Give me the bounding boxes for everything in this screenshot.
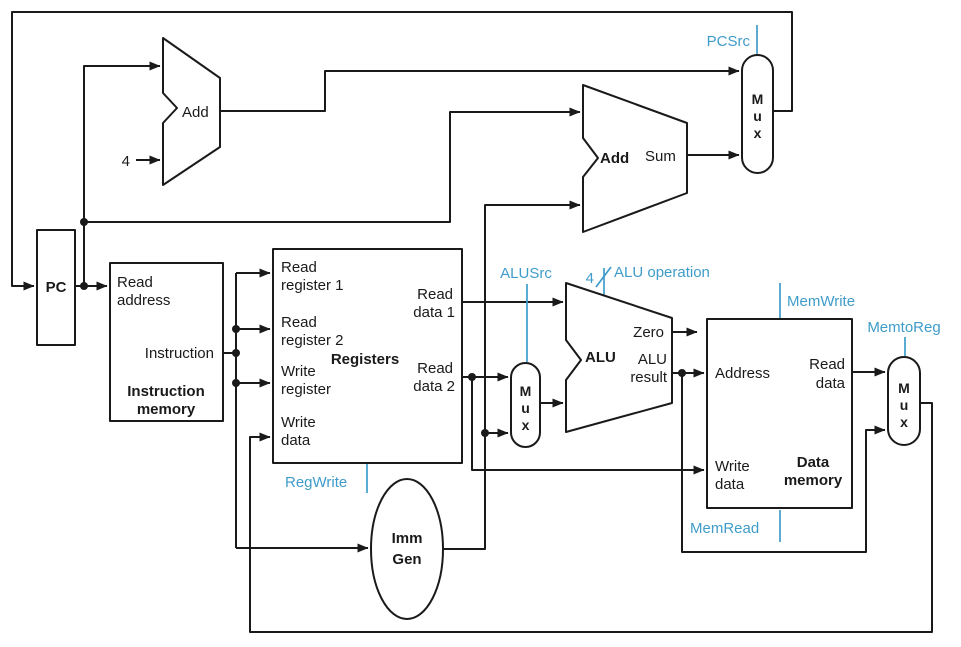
reg-write-register-label: register [281, 381, 331, 398]
junction-dot [481, 429, 489, 437]
reg-read-data-1-label: Read [417, 286, 453, 303]
wire-imm-gen-to-branch-adder [443, 200, 581, 550]
mux-letter: M [752, 91, 764, 107]
wire-instruction-trunk [223, 273, 237, 548]
dmem-title: Data [797, 454, 830, 471]
reg-write-data-label: data [281, 432, 311, 449]
memtoreg-mux [887, 356, 921, 446]
imem-title: memory [137, 401, 196, 418]
control-alu-op-width-label: 4 [586, 270, 594, 287]
pc-adder-label: Add [182, 104, 209, 121]
imem-read-address-label: address [117, 292, 170, 309]
control-lines [366, 25, 906, 542]
control-memread-label: MemRead [690, 520, 759, 537]
branch-adder-label: Add [600, 150, 629, 167]
components [36, 37, 921, 620]
registers-title: Registers [331, 351, 399, 368]
reg-write-register-label: Write [281, 363, 316, 380]
dmem-title: memory [784, 472, 843, 489]
dmem-write-data-label: data [715, 476, 745, 493]
control-alusrc-label: ALUSrc [500, 265, 552, 282]
junction-dots [80, 218, 686, 437]
wire-pc-adder-to-pcsrc-mux [220, 66, 740, 112]
imem-title: Instruction [127, 383, 205, 400]
sum-label: Sum [645, 148, 676, 165]
mux-letter: x [754, 125, 762, 141]
wire-pc-to-pc-adder [83, 61, 161, 286]
reg-read-data-2-label: Read [417, 360, 453, 377]
wire-alu-result-to-memtoreg-mux [681, 373, 886, 553]
alu-title: ALU [585, 349, 616, 366]
reg-read-register-1-label: Read [281, 259, 317, 276]
alu-result-label: result [630, 369, 668, 386]
pc-label: PC [46, 279, 67, 296]
reg-read-register-2-label: Read [281, 314, 317, 331]
reg-read-data-2-label: data 2 [413, 378, 455, 395]
labels: PC Add 4 Add Sum M u x M u x M u x Read … [46, 33, 941, 568]
control-regwrite-label: RegWrite [285, 474, 347, 491]
const-4-label: 4 [122, 153, 130, 170]
pcsrc-mux [741, 54, 774, 174]
imm-gen-title: Gen [392, 551, 421, 568]
mux-letter: x [522, 417, 530, 433]
mux-letter: u [753, 108, 762, 124]
pc-register [36, 229, 76, 346]
alusrc-mux [510, 362, 541, 448]
reg-write-data-label: Write [281, 414, 316, 431]
alu-zero-label: Zero [633, 324, 664, 341]
mux-letter: M [898, 380, 910, 396]
alu-result-label: ALU [638, 351, 667, 368]
wires [11, 11, 933, 633]
imm-gen-title: Imm [392, 530, 423, 547]
mux-letter: u [900, 397, 909, 413]
imem-instruction-label: Instruction [145, 345, 214, 362]
wire-pcsrc-mux-to-pc [11, 11, 793, 291]
alusrc-mux-label: M u x [520, 383, 532, 433]
dmem-address-label: Address [715, 365, 770, 382]
dmem-read-data-label: Read [809, 356, 845, 373]
branch-adder [582, 84, 688, 233]
junction-dot [80, 218, 88, 226]
pcsrc-mux-label: M u x [752, 91, 764, 141]
junction-dot [80, 282, 88, 290]
control-memwrite-label: MemWrite [787, 293, 855, 310]
wire-read-data-2-to-data-memory [471, 377, 705, 475]
mux-letter: u [521, 400, 530, 416]
junction-dot [232, 325, 240, 333]
control-alu-operation-label: ALU operation [614, 264, 710, 281]
reg-read-register-1-label: register 1 [281, 277, 344, 294]
instruction-memory [109, 262, 224, 422]
junction-dot [232, 349, 240, 357]
junction-dot [232, 379, 240, 387]
junction-dot [678, 369, 686, 377]
alu [565, 282, 673, 433]
mux-letter: M [520, 383, 532, 399]
control-memtoreg-label: MemtoReg [867, 319, 940, 336]
data-memory [706, 318, 853, 509]
imm-gen [370, 478, 444, 620]
reg-read-register-2-label: register 2 [281, 332, 344, 349]
mux-letter: x [900, 414, 908, 430]
memtoreg-mux-label: M u x [898, 380, 910, 430]
wire-writeback-to-registers [249, 402, 933, 633]
pc-adder [162, 37, 221, 186]
reg-read-data-1-label: data 1 [413, 304, 455, 321]
control-alu-operation-width-slash [595, 266, 612, 288]
control-pcsrc-label: PCSrc [707, 33, 751, 50]
wire-pc-to-branch-adder [84, 107, 581, 223]
dmem-read-data-label: data [816, 375, 846, 392]
registers-file [272, 248, 463, 464]
dmem-write-data-label: Write [715, 458, 750, 475]
junction-dot [468, 373, 476, 381]
imem-read-address-label: Read [117, 274, 153, 291]
